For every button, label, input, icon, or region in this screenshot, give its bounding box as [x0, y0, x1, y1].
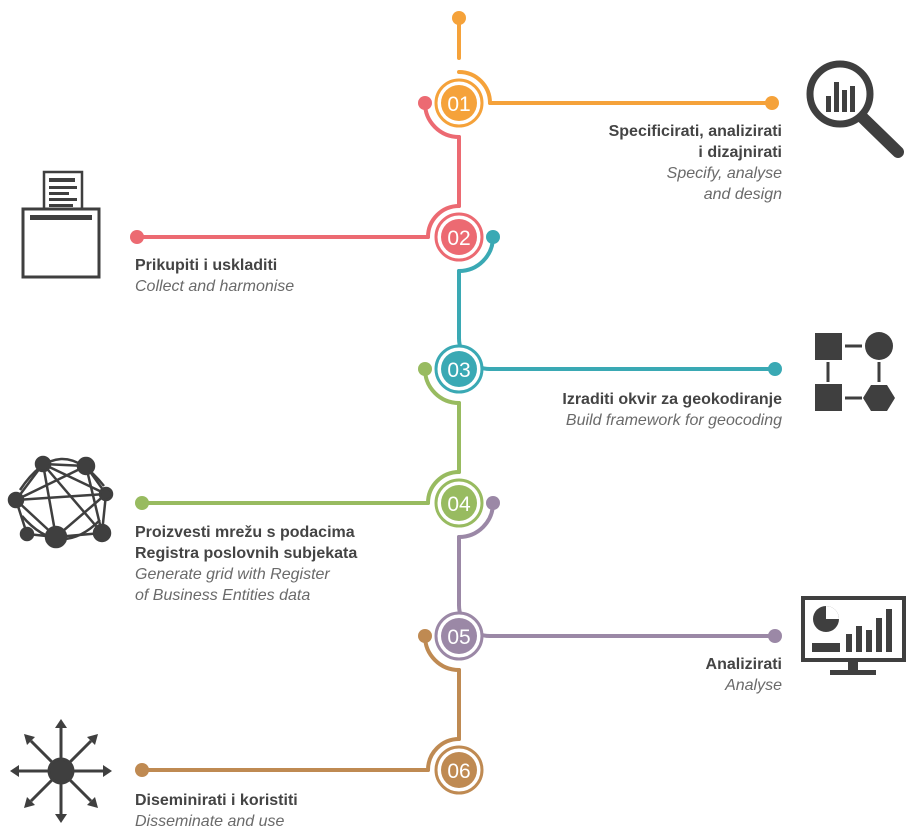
step-02-badge: 02	[434, 212, 484, 262]
shapes-framework-icon	[815, 332, 895, 411]
step-03-title-hr: Izraditi okvir za geokodiranje	[562, 391, 782, 408]
step-06-connector	[140, 634, 461, 772]
ballot-box-icon	[21, 170, 101, 279]
step-03-end-dot	[768, 362, 782, 376]
magnifier-chart-icon	[806, 60, 904, 158]
step-03-badge: 03	[434, 344, 484, 394]
step-04-title-hr-line1: Proizvesti mrežu s podacima	[135, 524, 355, 541]
step-01-title-hr-line1: Specificirati, analizirati	[608, 123, 782, 140]
step-06-title-hr: Diseminirati i koristiti	[135, 792, 298, 809]
step-04-title-hr-line2: Registra poslovnih subjekata	[135, 545, 358, 562]
step-02-label: Prikupiti i uskladiti Collect and harmon…	[135, 255, 435, 297]
step-05-title-en: Analyse	[725, 677, 782, 694]
step-05-number: 05	[447, 626, 470, 649]
step-03-number: 03	[447, 359, 470, 382]
step-03-label: Izraditi okvir za geokodiranje Build fra…	[462, 389, 782, 431]
step-02-number: 02	[447, 227, 470, 250]
step-06-title-en: Disseminate and use	[135, 813, 285, 830]
step-02-title-hr: Prikupiti i uskladiti	[135, 257, 278, 274]
step-04-start-dot	[418, 362, 432, 376]
step-06-end-dot	[135, 763, 149, 777]
step-02-connector	[135, 101, 461, 239]
step-01-title-en-line2: and design	[703, 186, 782, 203]
step-01-label: Specificirati, analizirati i dizajnirati…	[482, 121, 782, 205]
step-01-title-hr-line2: i dizajnirati	[698, 144, 782, 161]
step-01-number: 01	[447, 93, 470, 116]
step-05-label: Analizirati Analyse	[482, 654, 782, 696]
step-04-title-en-line2: of Business Entities data	[135, 587, 311, 604]
step-03-connector	[457, 235, 777, 371]
step-04-badge: 04	[434, 478, 484, 528]
step-06-number: 06	[447, 760, 470, 783]
step-01-end-dot	[765, 96, 779, 110]
network-icon	[7, 455, 114, 549]
step-04-end-dot	[135, 496, 149, 510]
step-02-title-en: Collect and harmonise	[135, 278, 295, 295]
step-01-title-en-line1: Specify, analyse	[666, 165, 782, 182]
step-01-badge: 01	[434, 78, 484, 128]
step-06-label: Diseminirati i koristiti Disseminate and…	[135, 790, 455, 832]
step-04-number: 04	[447, 493, 471, 516]
step-06-badge: 06	[434, 745, 484, 795]
step-01-connector	[457, 16, 774, 105]
step-05-start-dot	[486, 496, 500, 510]
step-06-start-dot	[418, 629, 432, 643]
step-04-title-en-line1: Generate grid with Register	[135, 566, 330, 583]
step-01-top-dot	[452, 11, 466, 25]
step-05-end-dot	[768, 629, 782, 643]
step-02-start-dot	[418, 96, 432, 110]
disseminate-arrows-icon	[10, 719, 112, 823]
step-03-title-en: Build framework for geocoding	[565, 412, 782, 429]
step-04-connector	[140, 367, 461, 505]
step-04-label: Proizvesti mrežu s podacima Registra pos…	[135, 522, 455, 606]
step-02-end-dot	[130, 230, 144, 244]
step-05-connector	[457, 501, 777, 638]
monitor-dashboard-icon	[801, 596, 906, 675]
step-05-title-hr: Analizirati	[705, 656, 782, 673]
step-05-badge: 05	[434, 611, 484, 661]
step-03-start-dot	[486, 230, 500, 244]
